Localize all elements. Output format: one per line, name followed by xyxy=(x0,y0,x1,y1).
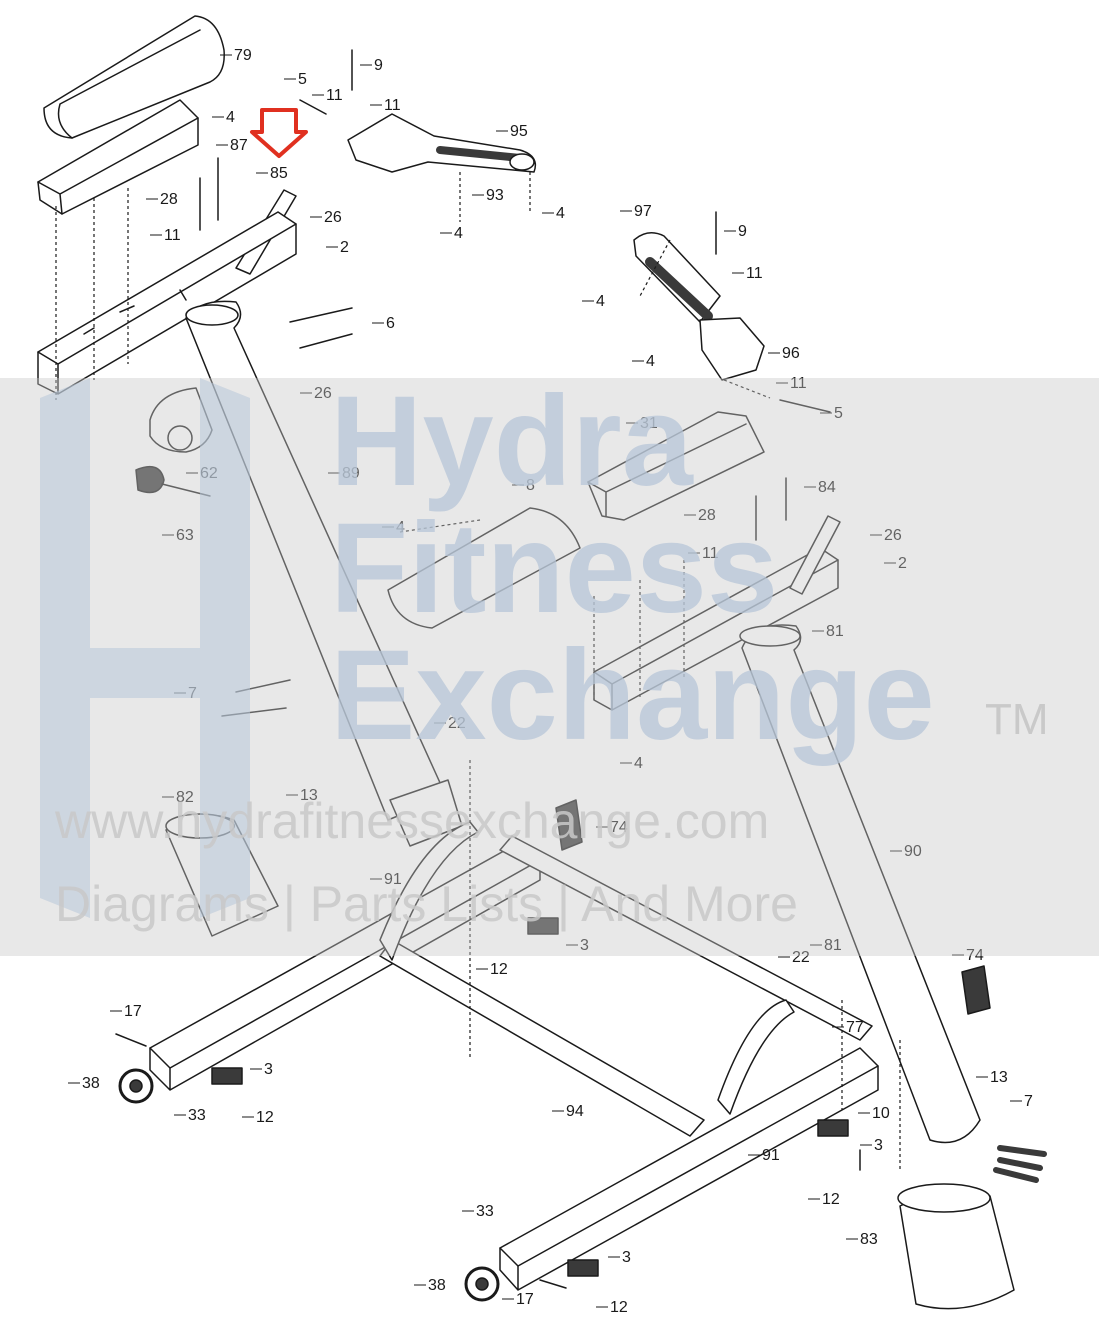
callout-96: 96 xyxy=(782,345,800,362)
part-31-cover xyxy=(587,411,765,521)
callout-11: 11 xyxy=(746,265,763,282)
callout-5: 5 xyxy=(834,405,843,422)
part-8-cap xyxy=(387,507,581,629)
callout-9: 9 xyxy=(374,57,383,74)
callout-2: 2 xyxy=(898,555,907,572)
callout-3: 3 xyxy=(580,937,589,954)
callout-38: 38 xyxy=(428,1277,446,1294)
callout-81: 81 xyxy=(826,623,844,640)
callout-26: 26 xyxy=(884,527,902,544)
callout-4: 4 xyxy=(226,109,235,126)
callout-33: 33 xyxy=(188,1107,206,1124)
callout-89: 89 xyxy=(342,465,360,482)
callout-10: 10 xyxy=(872,1105,890,1122)
callout-13: 13 xyxy=(990,1069,1008,1086)
callout-81: 81 xyxy=(824,937,842,954)
callout-83: 83 xyxy=(860,1231,878,1248)
callout-74: 74 xyxy=(610,819,628,836)
callout-11: 11 xyxy=(702,545,719,562)
callout-11: 11 xyxy=(164,227,181,244)
watermark-tm: TM xyxy=(985,695,1049,744)
callout-79: 79 xyxy=(234,47,252,64)
watermark-line-3: Exchange xyxy=(330,624,935,767)
callout-91: 91 xyxy=(762,1147,780,1164)
callout-6: 6 xyxy=(386,315,395,332)
callout-33: 33 xyxy=(476,1203,494,1220)
part-84-bracket xyxy=(789,515,841,595)
callout-9: 9 xyxy=(738,223,747,240)
watermark-line-1: Hydra xyxy=(330,370,693,513)
callout-12: 12 xyxy=(822,1191,840,1208)
callout-11: 11 xyxy=(326,87,343,104)
callout-38: 38 xyxy=(82,1075,100,1092)
callout-90: 90 xyxy=(904,843,922,860)
callout-3: 3 xyxy=(874,1137,883,1154)
callout-74: 74 xyxy=(966,947,984,964)
part-96-bracket xyxy=(699,317,765,381)
callout-31: 31 xyxy=(640,415,658,432)
part-94-crossbar xyxy=(379,939,705,1137)
callout-85: 85 xyxy=(270,165,288,182)
watermark-logo-icon xyxy=(40,378,250,918)
highlight-arrow xyxy=(250,108,308,158)
callout-4: 4 xyxy=(396,519,405,536)
callout-3: 3 xyxy=(264,1061,273,1078)
watermark-tagline: Diagrams | Parts Lists | And More xyxy=(55,876,798,932)
callout-12: 12 xyxy=(256,1109,274,1126)
callout-4: 4 xyxy=(634,755,643,772)
callout-11: 11 xyxy=(790,375,807,392)
part-87-cover xyxy=(37,99,199,215)
callout-28: 28 xyxy=(160,191,178,208)
rear-crossbar xyxy=(499,835,873,1041)
callout-7: 7 xyxy=(1024,1093,1033,1110)
part-93-handle xyxy=(347,113,537,173)
callout-8: 8 xyxy=(526,477,535,494)
callout-22: 22 xyxy=(792,949,810,966)
callout-2: 2 xyxy=(340,239,349,256)
callout-84: 84 xyxy=(818,479,836,496)
callout-13: 13 xyxy=(300,787,318,804)
part-91-right-rail xyxy=(499,1047,879,1267)
callout-5: 5 xyxy=(298,71,307,88)
callout-4: 4 xyxy=(556,205,565,222)
callout-26: 26 xyxy=(314,385,332,402)
callout-82: 82 xyxy=(176,789,194,806)
callout-22: 22 xyxy=(448,715,466,732)
part-74-clip xyxy=(555,799,583,851)
watermark-line-2: Fitness xyxy=(330,497,779,640)
callout-26: 26 xyxy=(324,209,342,226)
part-63-knob xyxy=(135,465,165,494)
callout-91: 91 xyxy=(384,871,402,888)
callout-17: 17 xyxy=(124,1003,142,1020)
callout-94: 94 xyxy=(566,1103,584,1120)
callout-11: 11 xyxy=(384,97,401,114)
callout-28: 28 xyxy=(698,507,716,524)
callout-3: 3 xyxy=(622,1249,631,1266)
callout-4: 4 xyxy=(646,353,655,370)
callout-95: 95 xyxy=(510,123,528,140)
callout-12: 12 xyxy=(610,1299,628,1316)
callout-97: 97 xyxy=(634,203,652,220)
callout-77: 77 xyxy=(846,1019,864,1036)
callout-63: 63 xyxy=(176,527,194,544)
callout-17: 17 xyxy=(516,1291,534,1308)
callout-4: 4 xyxy=(454,225,463,242)
watermark-url: www.hydrafitnessexchange.com xyxy=(55,793,770,849)
callout-93: 93 xyxy=(486,187,504,204)
callout-4: 4 xyxy=(596,293,605,310)
part-3-foot xyxy=(211,1067,243,1085)
callout-87: 87 xyxy=(230,137,248,154)
part-79-cap xyxy=(43,15,225,139)
callout-12: 12 xyxy=(490,961,508,978)
